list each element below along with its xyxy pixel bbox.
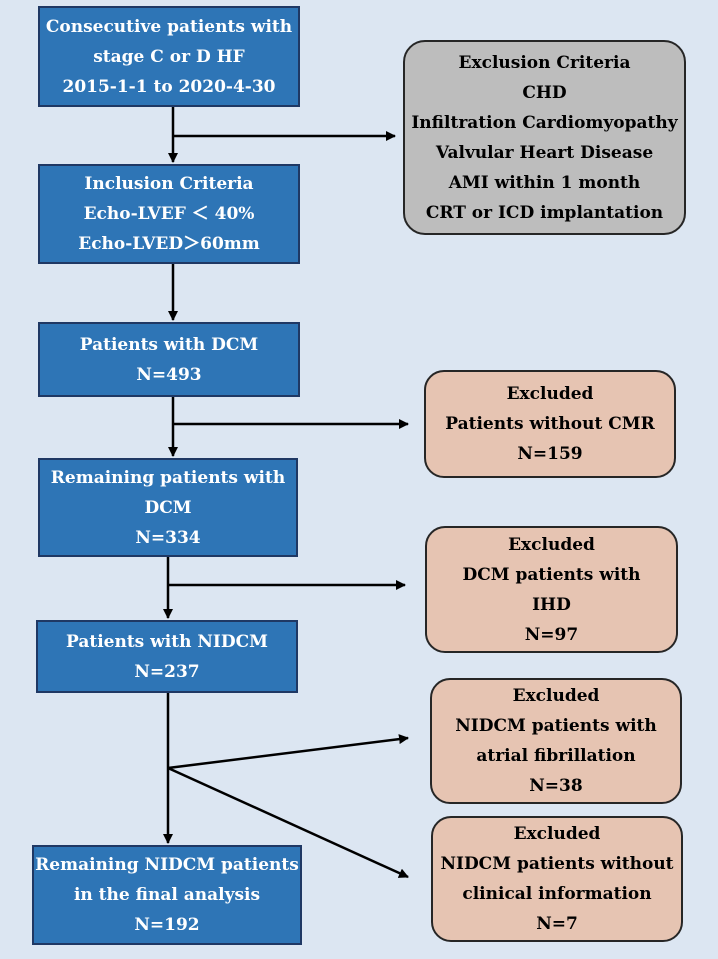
inclusion-criteria-box: Inclusion Criteria Echo-LVEF ＜ 40% Echo-… bbox=[38, 164, 300, 264]
exclusion-criteria-item: Infiltration Cardiomyopathy bbox=[411, 112, 678, 133]
final-line-2: in the final analysis bbox=[73, 885, 261, 905]
excluded-label: Excluded bbox=[508, 534, 595, 555]
excluded-ihd-box: Excluded DCM patients with IHD N=97 bbox=[425, 526, 678, 653]
inclusion-criteria-item: Echo-LVEF ＜ 40% bbox=[83, 204, 255, 224]
start-box: Consecutive patients with stage C or D H… bbox=[38, 6, 300, 107]
excluded-reason: Patients without CMR bbox=[445, 414, 655, 434]
exclusion-criteria-box: Exclusion Criteria CHD Infiltration Card… bbox=[403, 40, 686, 235]
inclusion-criteria-title: Inclusion Criteria bbox=[84, 174, 254, 194]
excluded-reason: NIDCM patients without bbox=[440, 854, 674, 874]
excluded-no-cmr-box: Excluded Patients without CMR N=159 bbox=[424, 370, 676, 478]
excluded-count: N=38 bbox=[529, 776, 583, 796]
dcm-label: Patients with DCM bbox=[79, 334, 259, 355]
final-box: Remaining NIDCM patients in the final an… bbox=[32, 845, 302, 945]
excluded-count: N=7 bbox=[536, 914, 578, 934]
start-line-3: 2015-1-1 to 2020-4-30 bbox=[62, 76, 276, 97]
remaining-dcm-line-1: Remaining patients with bbox=[50, 467, 286, 488]
arrow-to-excluded-no-clinical bbox=[167, 766, 409, 879]
excluded-label: Excluded bbox=[506, 384, 594, 404]
arrow-to-excluded-af bbox=[167, 734, 409, 770]
nidcm-label: Patients with NIDCM bbox=[66, 631, 268, 652]
excluded-reason: atrial fibrillation bbox=[476, 746, 636, 766]
start-line-2: stage C or D HF bbox=[93, 46, 245, 67]
inclusion-criteria-item: Echo-LVED＞60mm bbox=[78, 234, 260, 254]
excluded-reason: clinical information bbox=[462, 884, 652, 904]
remaining-dcm-count: N=334 bbox=[135, 527, 201, 548]
excluded-af-box: Excluded NIDCM patients with atrial fibr… bbox=[430, 678, 682, 804]
excluded-reason: IHD bbox=[532, 594, 571, 615]
exclusion-criteria-item: CRT or ICD implantation bbox=[425, 202, 664, 223]
final-count: N=192 bbox=[134, 915, 200, 935]
final-line-1: Remaining NIDCM patients bbox=[35, 855, 299, 875]
dcm-box: Patients with DCM N=493 bbox=[38, 322, 300, 397]
excluded-count: N=97 bbox=[524, 624, 579, 645]
nidcm-box: Patients with NIDCM N=237 bbox=[36, 620, 298, 693]
exclusion-criteria-item: AMI within 1 month bbox=[448, 172, 641, 193]
excluded-no-clinical-box: Excluded NIDCM patients without clinical… bbox=[431, 816, 683, 942]
exclusion-criteria-item: Valvular Heart Disease bbox=[435, 142, 654, 163]
remaining-dcm-line-2: DCM bbox=[144, 497, 192, 518]
remaining-dcm-box: Remaining patients with DCM N=334 bbox=[38, 458, 298, 557]
exclusion-criteria-item: CHD bbox=[522, 82, 567, 103]
excluded-reason: DCM patients with bbox=[462, 564, 641, 585]
excluded-count: N=159 bbox=[517, 444, 583, 464]
excluded-label: Excluded bbox=[512, 686, 600, 706]
nidcm-count: N=237 bbox=[134, 661, 200, 682]
start-line-1: Consecutive patients with bbox=[45, 16, 293, 37]
exclusion-criteria-title: Exclusion Criteria bbox=[458, 52, 631, 73]
excluded-reason: NIDCM patients with bbox=[455, 716, 657, 736]
dcm-count: N=493 bbox=[136, 364, 202, 385]
excluded-label: Excluded bbox=[513, 824, 601, 844]
